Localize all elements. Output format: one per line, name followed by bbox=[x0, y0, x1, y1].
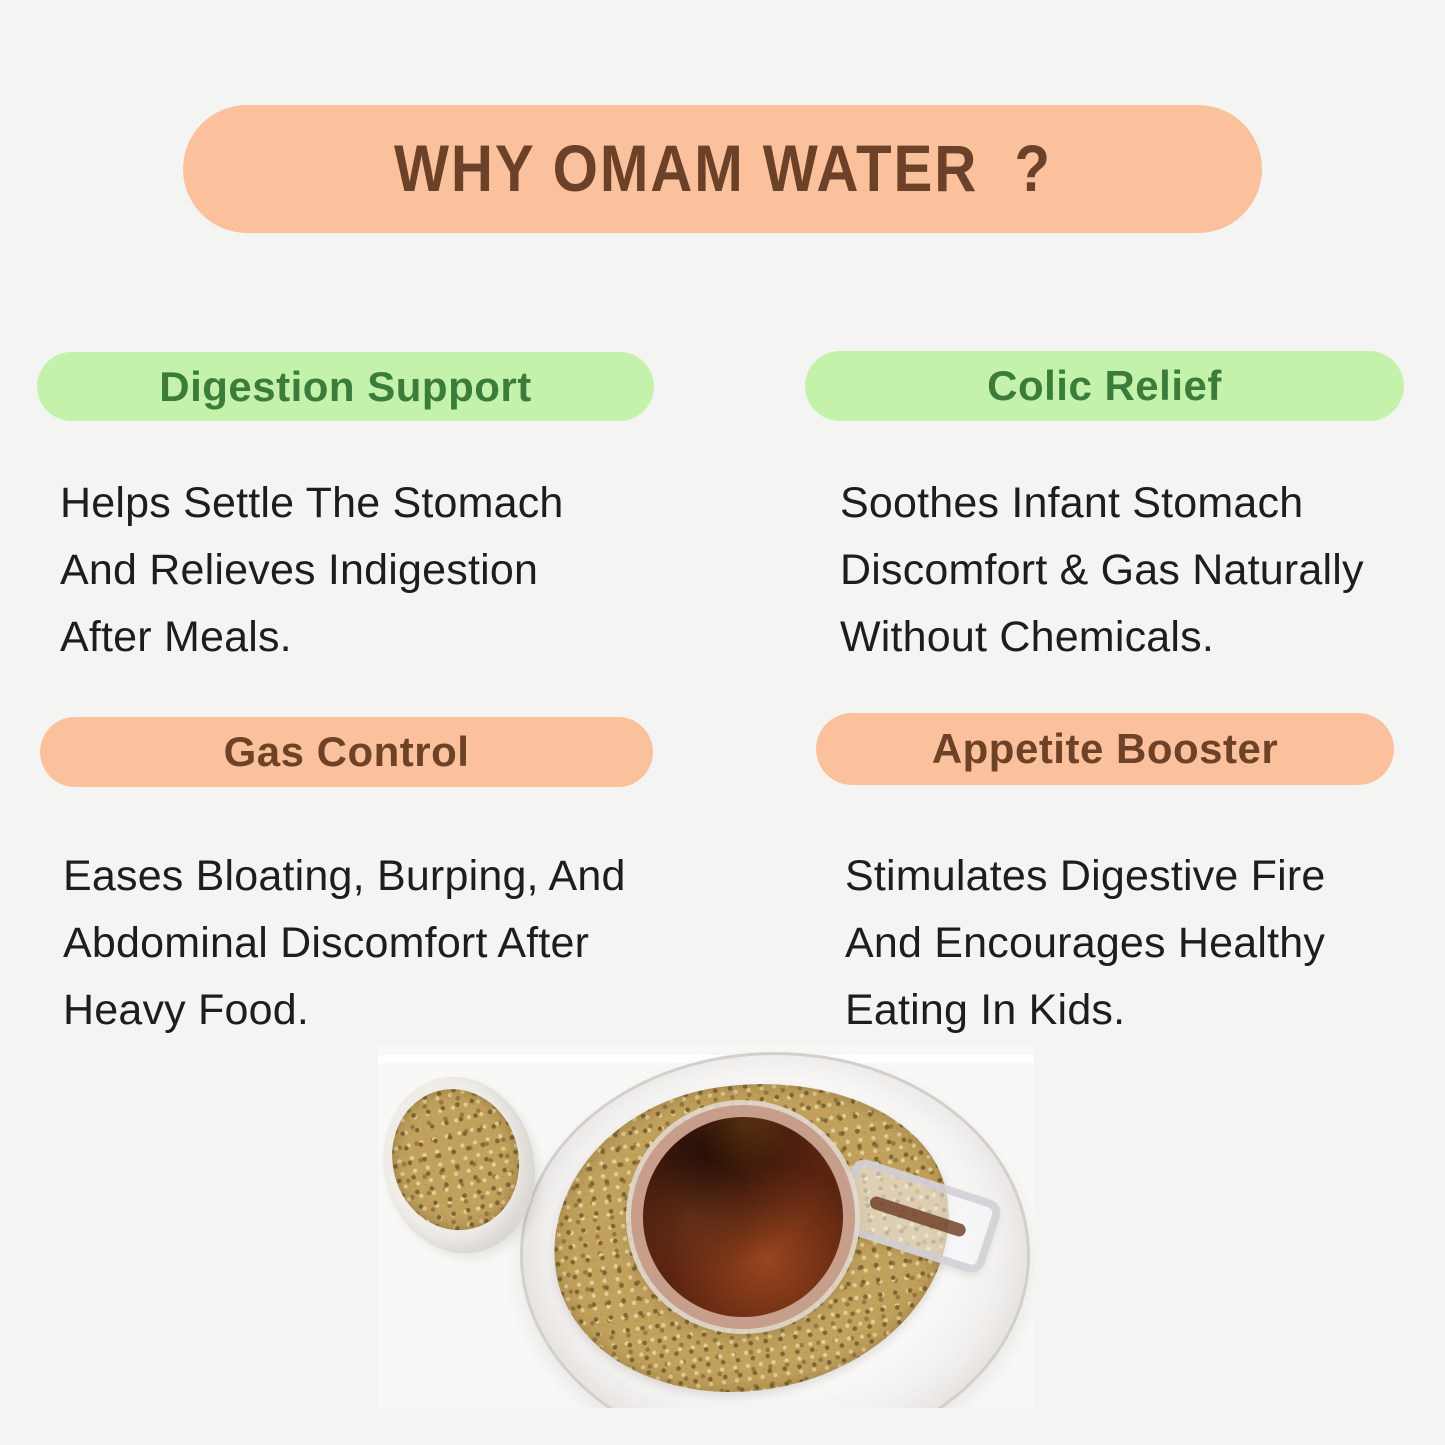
benefit-title-gas-control: Gas Control bbox=[223, 728, 470, 775]
benefit-title-colic-relief: Colic Relief bbox=[987, 362, 1222, 409]
benefit-pill-appetite-booster: Appetite Booster bbox=[816, 713, 1394, 785]
page-title: WHY OMAM WATER ? bbox=[393, 132, 1052, 206]
omam-water-photo bbox=[378, 1046, 1034, 1408]
benefit-description-appetite-booster: Stimulates Digestive Fire And Encourages… bbox=[845, 852, 1326, 1034]
benefit-title-digestion-support: Digestion Support bbox=[159, 362, 532, 410]
seeds-cup-fill bbox=[378, 1075, 534, 1244]
header-banner: WHY OMAM WATER ? bbox=[183, 105, 1262, 233]
benefit-description-colic-relief: Soothes Infant Stomach Discomfort & Gas … bbox=[840, 479, 1364, 661]
benefit-title-appetite-booster: Appetite Booster bbox=[931, 725, 1279, 772]
benefit-description-digestion-support: Helps Settle The Stomach And Relieves In… bbox=[60, 479, 564, 661]
handle-reflection bbox=[868, 1194, 968, 1238]
benefit-pill-colic-relief: Colic Relief bbox=[805, 351, 1404, 421]
omam-tea bbox=[643, 1117, 843, 1317]
benefit-pill-gas-control: Gas Control bbox=[40, 717, 653, 787]
tea-cup bbox=[631, 1105, 855, 1329]
benefit-pill-digestion-support: Digestion Support bbox=[37, 352, 654, 421]
benefit-description-gas-control: Eases Bloating, Burping, And Abdominal D… bbox=[63, 852, 626, 1034]
